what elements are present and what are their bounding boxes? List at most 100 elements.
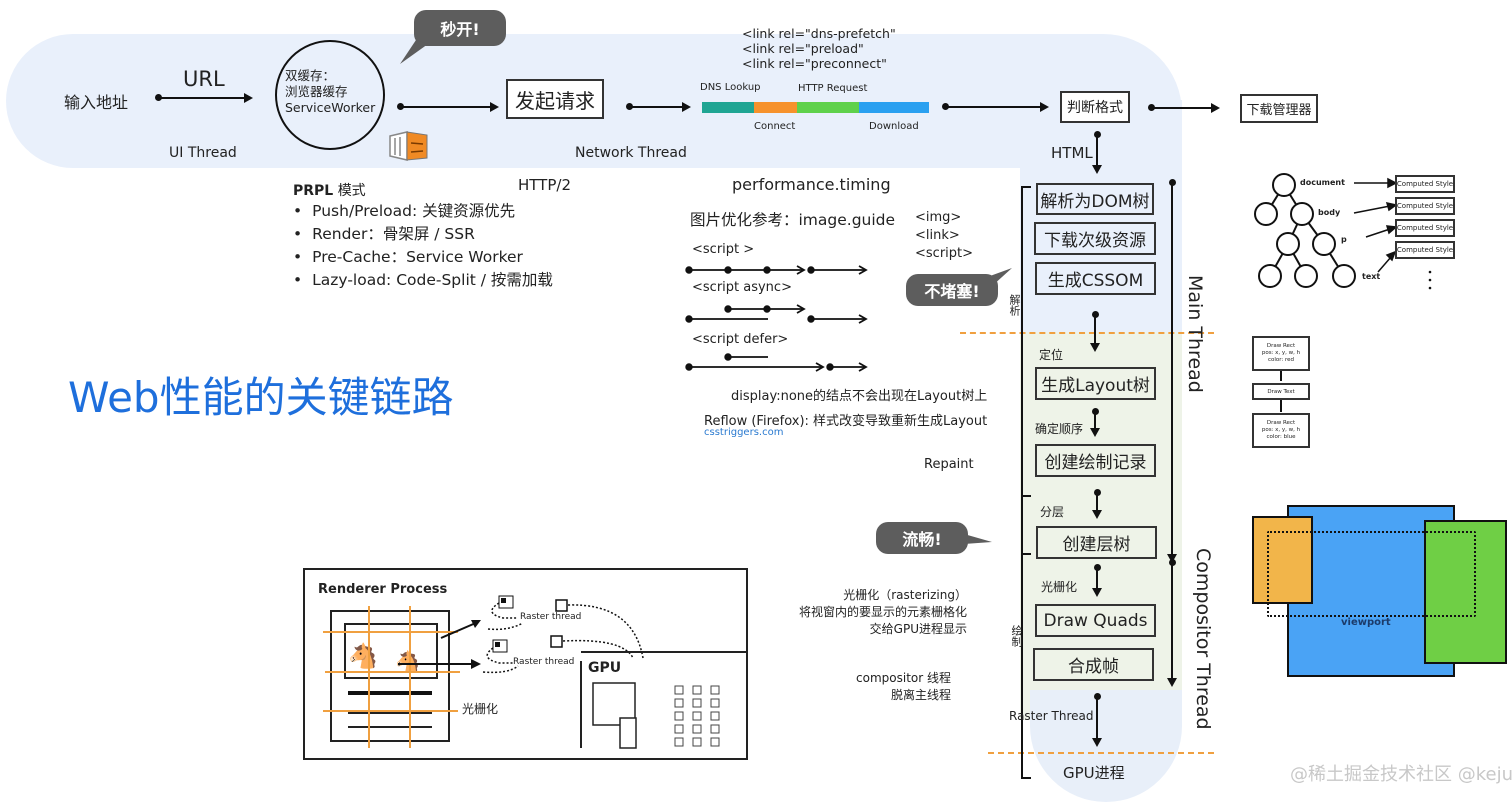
dom-node-document: document (1300, 178, 1345, 187)
renderer-illustration: 🐴 🐴 (323, 595, 748, 749)
compositor-thread-line (1171, 562, 1173, 680)
page-title: Web性能的关键链路 (68, 373, 454, 422)
position-label: 定位 (1039, 348, 1064, 362)
raster-thread-2-label: Raster thread (513, 657, 575, 667)
tag-link: <link> (915, 228, 960, 243)
compositor-thread-label: Compositor Thread (1192, 548, 1214, 730)
step-draw-quads: Draw Quads (1035, 604, 1156, 637)
link-hint-preload: <link rel="preload" (742, 41, 864, 56)
judge-format-box: 判断格式 (1060, 91, 1130, 123)
renderer-process-title: Renderer Process (318, 582, 448, 597)
tag-img: <img> (915, 210, 962, 225)
paint-bracket (1021, 495, 1031, 779)
viewport-dotted-frame (1267, 531, 1476, 617)
download-manager-box: 下载管理器 (1240, 94, 1318, 123)
dom-node-text: text (1362, 272, 1381, 281)
raster-thread-label: Raster Thread (1009, 709, 1094, 723)
ui-thread-label: UI Thread (169, 145, 237, 161)
timing-label-download: Download (869, 121, 919, 132)
watermark: @稀土掘金技术社区 @kejunz (1290, 764, 1512, 785)
step-download-subresources: 下载次级资源 (1034, 222, 1156, 255)
step-generate-cssom: 生成CSSOM (1035, 262, 1156, 295)
csstriggers-link[interactable]: csstriggers.com (704, 427, 784, 438)
viewport-label: viewport (1341, 617, 1391, 628)
smooth-bubble: 流畅! (876, 522, 968, 554)
arrow-head (244, 93, 253, 103)
parse-bracket (1021, 186, 1031, 555)
svg-text:🐴: 🐴 (348, 642, 378, 670)
arrow-head (1167, 678, 1177, 687)
main-thread-band (1020, 100, 1182, 332)
arrow-head (1092, 510, 1102, 519)
paint-record-draw-rect-blue: Draw Rect pos: x, y, w, h color: blue (1252, 413, 1310, 448)
arrow-head (1092, 165, 1102, 174)
dom-tree-figure (1254, 173, 1432, 290)
script-defer-label: <script defer> (692, 332, 789, 347)
cache-circle (275, 40, 385, 150)
raster-thread-1-label: Raster thread (520, 612, 582, 622)
timing-label-http-request: HTTP Request (798, 83, 868, 94)
arrow-head (682, 102, 691, 112)
prpl-heading-bold: PRPL (293, 183, 334, 199)
prpl-item: Push/Preload: 关键资源优先 (293, 200, 553, 223)
raster-note-line: 光栅化（rasterizing） (843, 588, 967, 602)
step-composite-frame: 合成帧 (1033, 648, 1154, 681)
record-arrow (1280, 371, 1282, 381)
prpl-heading: PRPL 模式 (293, 180, 366, 200)
record-line: pos: x, y, w, h (1261, 427, 1301, 433)
cache-line-3: ServiceWorker (285, 100, 376, 115)
send-request-box: 发起请求 (506, 79, 604, 119)
step-parse-dom: 解析为DOM树 (1036, 183, 1154, 215)
thread-separator (960, 332, 1214, 334)
arrow-line (1094, 314, 1096, 348)
main-thread-line (1171, 182, 1173, 562)
step-layout-tree: 生成Layout树 (1035, 367, 1156, 400)
arrow-head (1092, 588, 1102, 597)
timing-bar (702, 102, 929, 113)
computed-style-box: Computed Style (1395, 219, 1455, 237)
resource-tags: <img> <link> <script> (915, 209, 973, 263)
renderer-raster-label: 光栅化 (462, 702, 499, 716)
gpu-label: GPU (588, 660, 622, 676)
script-async-label: <script async> (692, 280, 792, 295)
prpl-item: Lazy-load: Code-Split / 按需加载 (293, 269, 553, 292)
timing-label-connect: Connect (754, 121, 796, 132)
image-guide-label: 图片优化参考：image.guide (690, 211, 896, 229)
prpl-item: Render：骨架屏 / SSR (293, 223, 553, 246)
http2-label: HTTP/2 (518, 176, 571, 194)
gpu-separator (988, 752, 1214, 754)
record-line: pos: x, y, w, h (1261, 350, 1301, 356)
computed-style-box: Computed Style (1395, 175, 1455, 193)
arrow-line (1094, 411, 1096, 431)
raster-note-line: 交给GPU进程显示 (869, 622, 967, 636)
timing-segment (858, 102, 929, 113)
arrow-head (1090, 428, 1100, 437)
record-line: Draw Rect (1266, 343, 1296, 349)
input-address-label: 输入地址 (64, 93, 129, 112)
arrow-head (1211, 103, 1220, 113)
bubble-tail (990, 268, 1012, 286)
prpl-item: Pre-Cache：Service Worker (293, 246, 553, 269)
record-line: color: blue (1266, 434, 1296, 440)
arrow-line (945, 106, 1041, 108)
server-cache-icon (389, 131, 428, 161)
compositor-note: compositor 线程 脱离主线程 (800, 670, 951, 704)
performance-timing-label: performance.timing (732, 175, 891, 194)
cache-line-1: 双缓存： (285, 68, 336, 83)
display-none-note: display:none的结点不会出现在Layout树上 (731, 389, 988, 404)
dom-node-body: body (1318, 208, 1341, 217)
url-arrow (158, 97, 246, 99)
arrow-head (490, 102, 499, 112)
arrow-head (1090, 343, 1100, 352)
raster-note-line: 将视窗内的要显示的元素栅格化 (798, 605, 967, 619)
non-blocking-bubble: 不堵塞! (906, 274, 998, 306)
timing-segment (702, 102, 755, 113)
paint-record-draw-rect-red: Draw Rect pos: x, y, w, h color: red (1252, 336, 1310, 371)
arrow-line (1151, 107, 1213, 109)
computed-style-box: Computed Style (1395, 241, 1455, 259)
timing-segment (797, 102, 859, 113)
cache-circle-text: 双缓存： 浏览器缓存 ServiceWorker (285, 68, 375, 116)
raster-label: 光栅化 (1041, 580, 1078, 594)
arrow-head (1092, 738, 1102, 747)
arrow-line (629, 106, 683, 108)
